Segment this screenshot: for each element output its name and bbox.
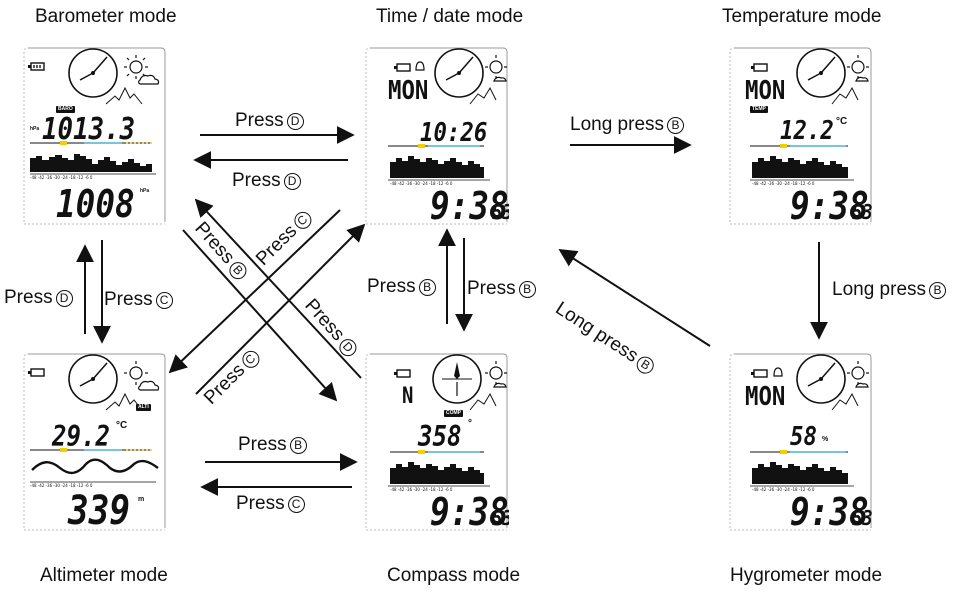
altitude-value: 339 [68, 488, 131, 534]
lcd-frame: -48 -42 -36 -30 -24 -18 -12 -6 0 [365, 353, 508, 531]
hygrometer-display: -48 -42 -36 -30 -24 -18 -12 -6 0 MON 58 … [728, 352, 873, 534]
humidity-value: 58 [790, 422, 817, 452]
svg-text:-48 -42 -36 -30 -24 -18 -12 -6: -48 -42 -36 -30 -24 -18 -12 -6 0 [752, 487, 815, 492]
sun-cloud-icon [847, 361, 869, 388]
temperature-value: 12.2 [780, 116, 834, 146]
analog-clock-icon [796, 354, 846, 404]
altimeter-display: -48 -42 -36 -30 -24 -18 -12 -6 0 ALTI 29… [22, 352, 167, 534]
comp-tag: COMP [444, 410, 463, 417]
button-b-icon: B [289, 436, 307, 454]
arrow-compass-to-baro [194, 198, 362, 379]
button-d-icon: D [283, 172, 301, 190]
lcd-frame: -48 -42 -36 -30 -24 -18 -12 -6 0 [729, 47, 872, 225]
arrow-alti-to-time [195, 223, 366, 395]
alarm-bell-icon [773, 367, 783, 377]
alarm-bell-icon [415, 61, 425, 71]
svg-text:-48 -42 -36 -30 -24 -18 -12 -6: -48 -42 -36 -30 -24 -18 -12 -6 0 [390, 181, 453, 186]
lcd-frame: -48 -42 -36 -30 -24 -18 -12 -6 0 [729, 353, 872, 531]
compass-display: -48 -42 -36 -30 -24 -18 -12 -6 0 N COMP … [364, 352, 509, 534]
arrow-hygro-to-time [558, 249, 711, 347]
lcd-frame: -48 -42 -36 -30 -24 -18 -12 -6 0 [365, 47, 508, 225]
day-of-week: MON [745, 76, 786, 106]
barometer-mode-title: Barometer mode [35, 6, 177, 27]
pressure-bottom-unit: hPa [140, 188, 150, 194]
baro-tag: BARO [56, 106, 75, 113]
altimeter-temperature-unit: °C [116, 420, 128, 431]
button-d-icon: D [286, 112, 304, 130]
button-b-icon: B [418, 278, 436, 296]
altitude-unit: m [138, 496, 145, 503]
button-c-icon: C [287, 495, 305, 513]
sun-cloud-icon [485, 55, 507, 82]
clock-seconds: 53 [852, 506, 873, 530]
lcd-frame: -48 -42 -36 -30 -24 -18 -12 -6 0 [23, 47, 166, 225]
svg-text:-48 -42 -36 -30 -24 -18 -12 -6: -48 -42 -36 -30 -24 -18 -12 -6 0 [30, 483, 93, 488]
compass-direction: N [402, 384, 414, 409]
button-b-icon: B [667, 116, 685, 134]
compass-dial-icon [432, 354, 482, 404]
altimeter-mode-title: Altimeter mode [40, 565, 168, 586]
analog-clock-icon [68, 48, 118, 98]
button-d-icon: D [55, 289, 73, 307]
clock-time: 9:38 [430, 490, 509, 534]
clock-seconds: 53 [492, 506, 509, 530]
pressure-bottom-value: 1008 [56, 182, 135, 226]
arrow-time-to-alti [168, 209, 341, 374]
humidity-unit: % [822, 436, 829, 443]
svg-text:-48 -42 -36 -30 -24 -18 -12 -6: -48 -42 -36 -30 -24 -18 -12 -6 0 [30, 175, 93, 180]
temperature-unit: °C [836, 116, 848, 127]
clock-time: 9:38 [430, 184, 509, 228]
analog-clock-icon [434, 48, 484, 98]
lcd-frame: -48 -42 -36 -30 -24 -18 -12 -6 0 [23, 353, 166, 531]
analog-clock-icon [68, 354, 118, 404]
baro-unit-label: hPa [30, 126, 40, 132]
compass-mode-title: Compass mode [387, 565, 521, 586]
button-b-icon: B [518, 280, 536, 298]
temp-tag: TEMP [750, 106, 768, 113]
altitude-wave [31, 458, 159, 475]
barometer-display: -48 -42 -36 -30 -24 -18 -12 -6 0 BARO hP… [22, 46, 167, 228]
temperature-display: -48 -42 -36 -30 -24 -18 -12 -6 0 MON TEM… [728, 46, 873, 228]
day-of-week: MON [745, 382, 786, 412]
clock-seconds: 53 [492, 200, 509, 224]
altimeter-temperature: 29.2 [52, 420, 110, 453]
analog-clock-icon [796, 48, 846, 98]
hygrometer-mode-title: Hygrometer mode [730, 565, 883, 586]
time-date-display: -48 -42 -36 -30 -24 -18 -12 -6 0 MON 10:… [364, 46, 509, 228]
clock-time: 9:38 [790, 184, 869, 228]
current-date-time: 10:26 [420, 118, 488, 148]
sun-cloud-icon [124, 361, 160, 391]
arrow-baro-to-compass [182, 229, 338, 402]
clock-time: 9:38 [790, 490, 869, 534]
sun-cloud-icon [485, 361, 507, 388]
day-of-week: MON [388, 76, 429, 106]
clock-seconds: 53 [852, 200, 873, 224]
alti-tag: ALTI [136, 404, 151, 411]
sun-cloud-icon [847, 55, 869, 82]
temperature-mode-title: Temperature mode [722, 6, 882, 27]
compass-heading-unit: ° [468, 418, 472, 429]
compass-heading: 358 [418, 420, 462, 453]
button-c-icon: C [155, 291, 173, 309]
svg-text:-48 -42 -36 -30 -24 -18 -12 -6: -48 -42 -36 -30 -24 -18 -12 -6 0 [752, 181, 815, 186]
button-b-icon: B [929, 281, 947, 299]
sun-cloud-icon [124, 55, 160, 85]
time-date-mode-title: Time / date mode [376, 6, 524, 27]
svg-text:-48 -42 -36 -30 -24 -18 -12 -6: -48 -42 -36 -30 -24 -18 -12 -6 0 [390, 487, 453, 492]
pressure-value: 1013.3 [42, 112, 136, 147]
